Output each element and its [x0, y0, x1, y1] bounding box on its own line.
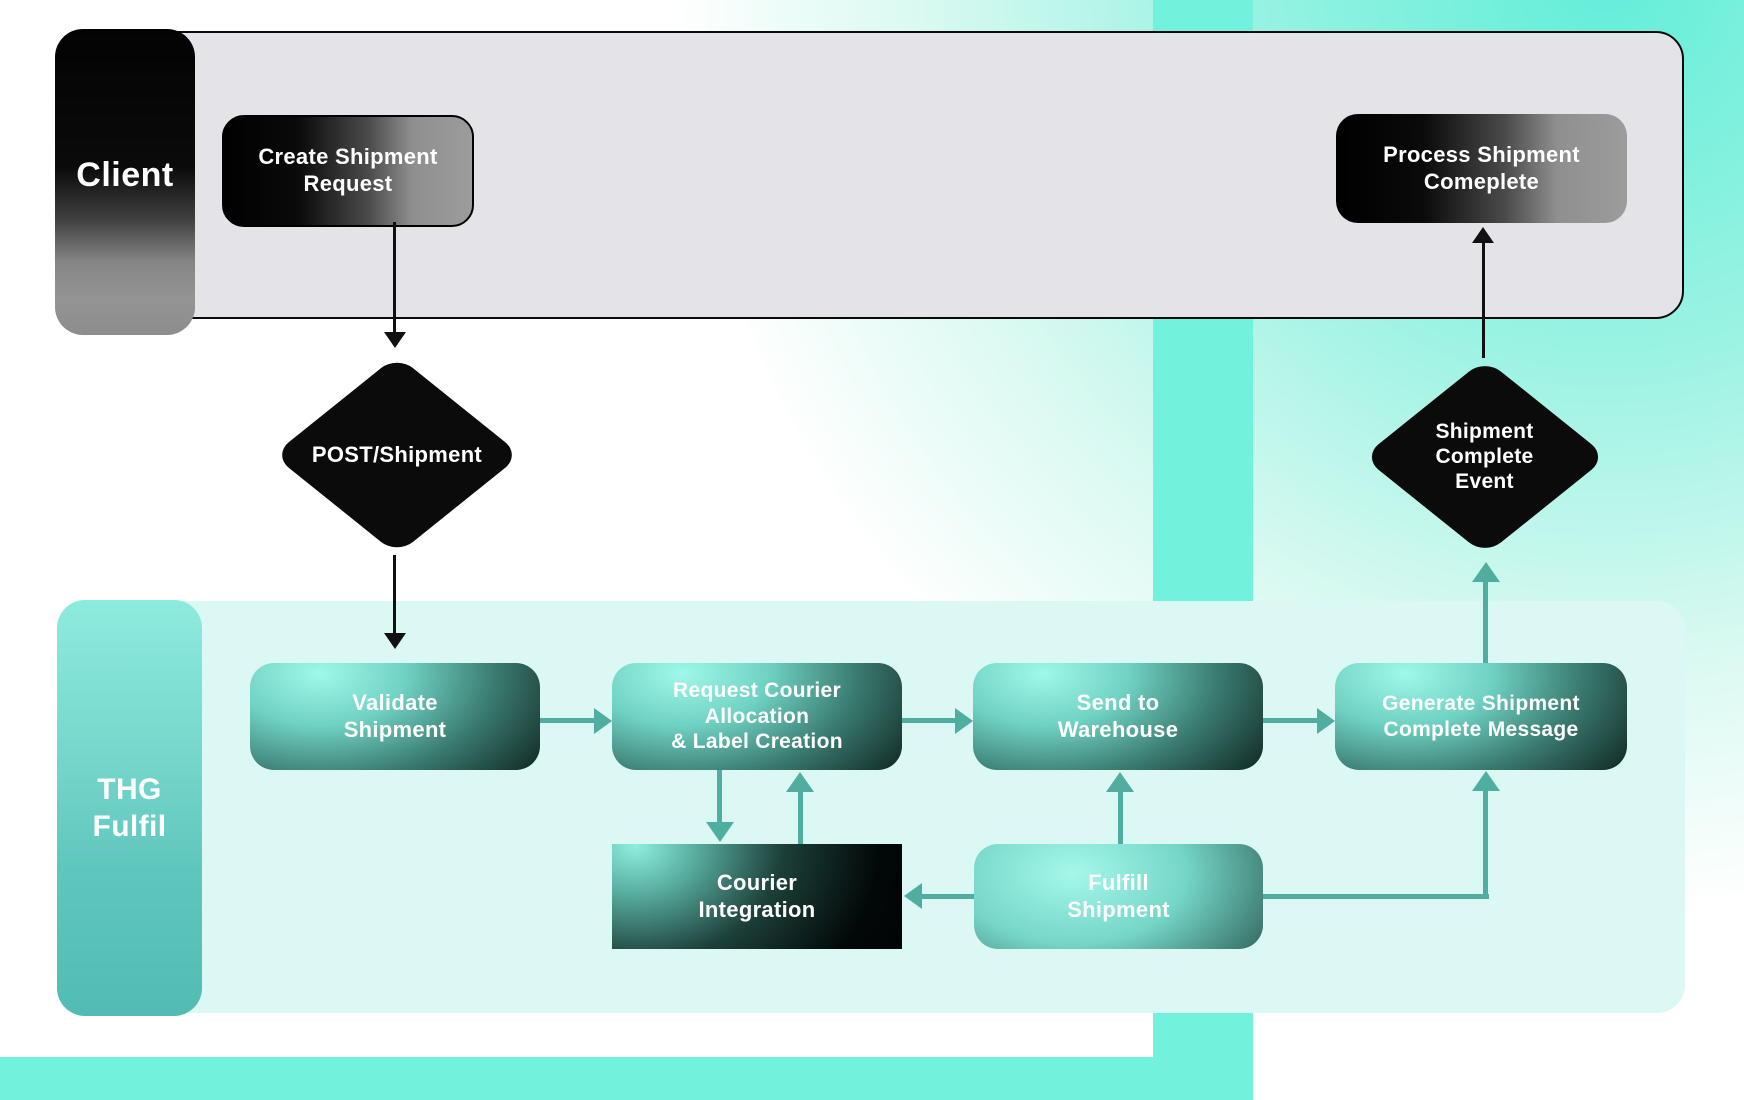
validate-shipment-label: Validate Shipment: [343, 689, 447, 742]
arrow-fulfill-to-generate-hline: [1263, 894, 1489, 899]
fulfill-shipment-label: Fulfill Shipment: [1067, 869, 1170, 922]
validate-shipment-node: Validate Shipment: [250, 663, 540, 770]
arrow-request-to-courier-head: [706, 822, 734, 842]
courier-integration-node: Courier Integration: [612, 844, 902, 949]
arrow-courier-to-request-line: [798, 792, 803, 844]
thg-fulfil-lane-label-text: THG Fulfil: [92, 772, 167, 844]
post-shipment-diamond: POST/Shipment: [272, 355, 522, 555]
arrow-request-to-send-line: [902, 718, 955, 723]
arrow-post-to-validate-head: [384, 633, 406, 649]
post-shipment-label: POST/Shipment: [311, 441, 483, 467]
create-shipment-request-label: Create Shipment Request: [258, 144, 438, 196]
arrow-fulfill-to-send-head: [1106, 772, 1134, 792]
fulfill-shipment-node: Fulfill Shipment: [974, 844, 1263, 949]
courier-integration-label: Courier Integration: [698, 869, 816, 922]
arrow-courier-to-request-head: [786, 772, 814, 792]
arrow-fulfill-to-send-line: [1118, 792, 1123, 844]
arrow-request-to-send-head: [955, 708, 973, 734]
shipment-complete-event-label: Shipment Complete Event: [1435, 419, 1534, 494]
generate-shipment-complete-message-node: Generate Shipment Complete Message: [1335, 663, 1627, 770]
arrow-create-to-post-line: [393, 222, 396, 332]
arrow-event-to-process-line: [1482, 243, 1485, 358]
arrow-post-to-validate-line: [393, 555, 396, 633]
process-shipment-complete-label: Process Shipment Comeplete: [1383, 141, 1580, 194]
arrow-fulfill-to-courier-line: [922, 894, 974, 899]
arrow-validate-to-request-head: [594, 708, 612, 734]
arrow-fulfill-to-generate-vline: [1483, 791, 1488, 896]
client-lane-label-text: Client: [76, 155, 174, 194]
process-shipment-complete-node: Process Shipment Comeplete: [1336, 114, 1627, 223]
arrow-event-to-process-head: [1472, 227, 1494, 243]
request-courier-allocation-node: Request Courier Allocation & Label Creat…: [612, 663, 902, 770]
create-shipment-request-node: Create Shipment Request: [222, 115, 474, 227]
client-lane-label: Client: [55, 29, 195, 335]
request-courier-allocation-label: Request Courier Allocation & Label Creat…: [671, 679, 843, 754]
arrow-fulfill-to-generate-head: [1472, 771, 1500, 791]
arrow-validate-to-request-line: [540, 718, 594, 723]
generate-shipment-complete-message-label: Generate Shipment Complete Message: [1382, 691, 1580, 741]
arrow-generate-to-event-head: [1472, 562, 1500, 582]
thg-fulfil-lane-label: THG Fulfil: [57, 600, 202, 1016]
arrow-send-to-generate-line: [1263, 718, 1317, 723]
teal-accent-bar-horizontal: [0, 1057, 1253, 1100]
send-to-warehouse-node: Send to Warehouse: [973, 663, 1263, 770]
arrow-generate-to-event-line: [1483, 582, 1488, 663]
arrow-send-to-generate-head: [1317, 708, 1335, 734]
arrow-create-to-post-head: [384, 332, 406, 348]
arrow-fulfill-to-courier-head: [904, 883, 922, 909]
shipment-complete-event-diamond: Shipment Complete Event: [1362, 358, 1607, 555]
arrow-request-to-courier-line: [717, 770, 722, 822]
send-to-warehouse-label: Send to Warehouse: [1057, 689, 1179, 742]
